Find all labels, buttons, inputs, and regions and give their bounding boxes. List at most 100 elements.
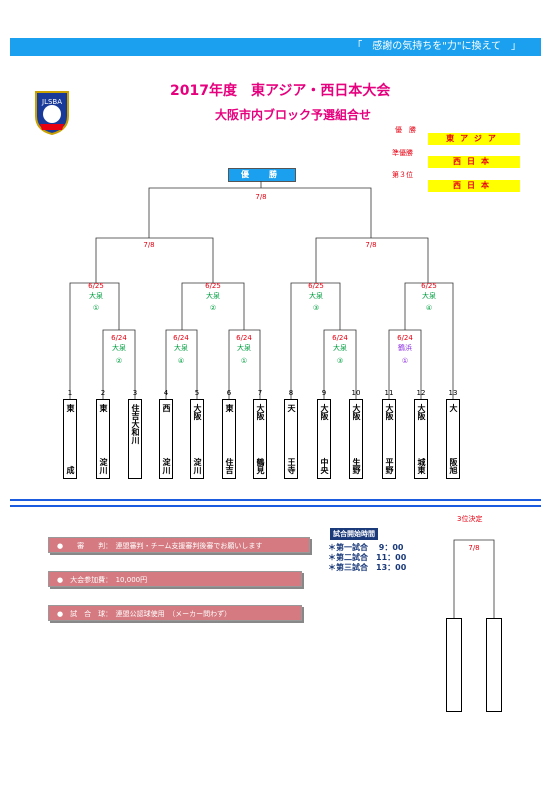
team-box-8: 天王寺: [284, 399, 298, 479]
team-name-top: 大阪: [417, 404, 426, 420]
team-name-top: 住吉大和川: [131, 404, 140, 444]
quarter-3-number: ③: [312, 304, 320, 312]
r1-1-number: ②: [115, 357, 123, 365]
champion-box: 優 勝: [228, 168, 296, 182]
team-box-12: 大阪城東: [414, 399, 428, 479]
r1-2-number: ④: [177, 357, 185, 365]
team-number-7: 7: [257, 389, 263, 397]
team-number-4: 4: [163, 389, 169, 397]
team-box-6: 東住吉: [222, 399, 236, 479]
final-date: 7/8: [255, 193, 267, 201]
team-name-bottom: 成: [66, 466, 75, 474]
divider-line: [10, 499, 541, 501]
team-name-bottom: 住吉: [225, 458, 234, 474]
team-name-top: 西: [162, 404, 171, 412]
start-times: ＊第一試合 9：00 ＊第二試合 11：00 ＊第三試合 13：00: [328, 543, 406, 573]
rank-value-1: 東アジア: [428, 133, 520, 145]
start-time-3: ＊第三試合 13：00: [328, 563, 407, 572]
league-logo-icon: JLSBA: [35, 91, 69, 136]
start-time-1: ＊第一試合 9：00: [328, 543, 404, 552]
team-name-top: 東: [225, 404, 234, 412]
r1-3-venue: 大泉: [237, 344, 251, 352]
quarter-1-number: ①: [92, 304, 100, 312]
quarter-4-number: ④: [425, 304, 433, 312]
team-box-9: 大阪中央: [317, 399, 331, 479]
team-box-10: 大阪生野: [349, 399, 363, 479]
team-number-5: 5: [194, 389, 200, 397]
team-name-top: 大阪: [193, 404, 202, 420]
team-name-bottom: 淀川: [162, 458, 171, 474]
team-name-bottom: 淀川: [193, 458, 202, 474]
team-name-top: 東: [66, 404, 75, 412]
third-place-title: 3位決定: [457, 515, 483, 523]
team-number-1: 1: [67, 389, 73, 397]
team-name-top: 天: [287, 404, 296, 412]
r1-3-date: 6/24: [236, 334, 252, 342]
team-name-top: 東: [99, 404, 108, 412]
team-name-bottom: 城東: [417, 458, 426, 474]
team-number-3: 3: [132, 389, 138, 397]
team-box-13: 大阪旭: [446, 399, 460, 479]
team-number-8: 8: [288, 389, 294, 397]
r1-1-date: 6/24: [111, 334, 127, 342]
entry-fee-note: ● 大会参加費： 10,000円: [48, 571, 302, 587]
team-number-13: 13: [448, 389, 458, 397]
page-title: 2017年度 東アジア・西日本大会: [170, 83, 391, 99]
quarter-2-number: ②: [209, 304, 217, 312]
logo-text: JLSBA: [41, 98, 62, 106]
team-number-12: 12: [416, 389, 426, 397]
team-box-7: 大阪鶴見: [253, 399, 267, 479]
r1-5-venue: 鶴浜: [398, 344, 412, 352]
team-number-11: 11: [384, 389, 394, 397]
third-place-box-1: [446, 618, 462, 712]
start-times-title: 試合開始時間: [330, 528, 378, 540]
r1-4-date: 6/24: [332, 334, 348, 342]
team-number-2: 2: [100, 389, 106, 397]
team-box-5: 大阪淀川: [190, 399, 204, 479]
team-number-10: 10: [351, 389, 361, 397]
semi-date-1: 7/8: [143, 241, 155, 249]
team-name-top: 大阪: [385, 404, 394, 420]
r1-1-venue: 大泉: [112, 344, 126, 352]
quarter-3-date: 6/25: [308, 282, 324, 290]
slogan-banner: 「 感謝の気持ちを"力"に換えて 」: [10, 38, 541, 56]
start-time-2: ＊第二試合 11：00: [328, 553, 407, 562]
rank-label-3: 第３位: [392, 171, 413, 179]
team-box-3: 住吉大和川: [128, 399, 142, 479]
team-number-6: 6: [226, 389, 232, 397]
rank-label-1: 優 勝: [395, 126, 416, 134]
team-box-1: 東成: [63, 399, 77, 479]
team-name-top: 大阪: [352, 404, 361, 420]
semi-date-2: 7/8: [365, 241, 377, 249]
team-name-bottom: 平野: [385, 458, 394, 474]
r1-4-number: ③: [336, 357, 344, 365]
r1-5-number: ①: [401, 357, 409, 365]
team-box-2: 東淀川: [96, 399, 110, 479]
quarter-2-date: 6/25: [205, 282, 221, 290]
quarter-4-venue: 大泉: [422, 292, 436, 300]
team-name-bottom: 淀川: [99, 458, 108, 474]
quarter-3-venue: 大泉: [309, 292, 323, 300]
rank-value-2: 西日本: [428, 156, 520, 168]
third-place-box-2: [486, 618, 502, 712]
quarter-1-venue: 大泉: [89, 292, 103, 300]
r1-4-venue: 大泉: [333, 344, 347, 352]
quarter-2-venue: 大泉: [206, 292, 220, 300]
r1-5-date: 6/24: [397, 334, 413, 342]
match-ball-note: ● 試 合 球： 連盟公認球使用 （メーカー問わず）: [48, 605, 302, 621]
team-name-top: 大阪: [320, 404, 329, 420]
team-box-4: 西淀川: [159, 399, 173, 479]
rank-label-2: 準優勝: [392, 149, 413, 157]
quarter-4-date: 6/25: [421, 282, 437, 290]
third-place-date: 7/8: [468, 544, 480, 552]
rank-value-3: 西日本: [428, 180, 520, 192]
team-name-bottom: 王寺: [287, 458, 296, 474]
team-name-bottom: 生野: [352, 458, 361, 474]
r1-2-date: 6/24: [173, 334, 189, 342]
r1-2-venue: 大泉: [174, 344, 188, 352]
team-number-9: 9: [321, 389, 327, 397]
team-name-top: 大: [449, 404, 458, 412]
page-subtitle: 大阪市内ブロック予選組合せ: [215, 108, 372, 122]
